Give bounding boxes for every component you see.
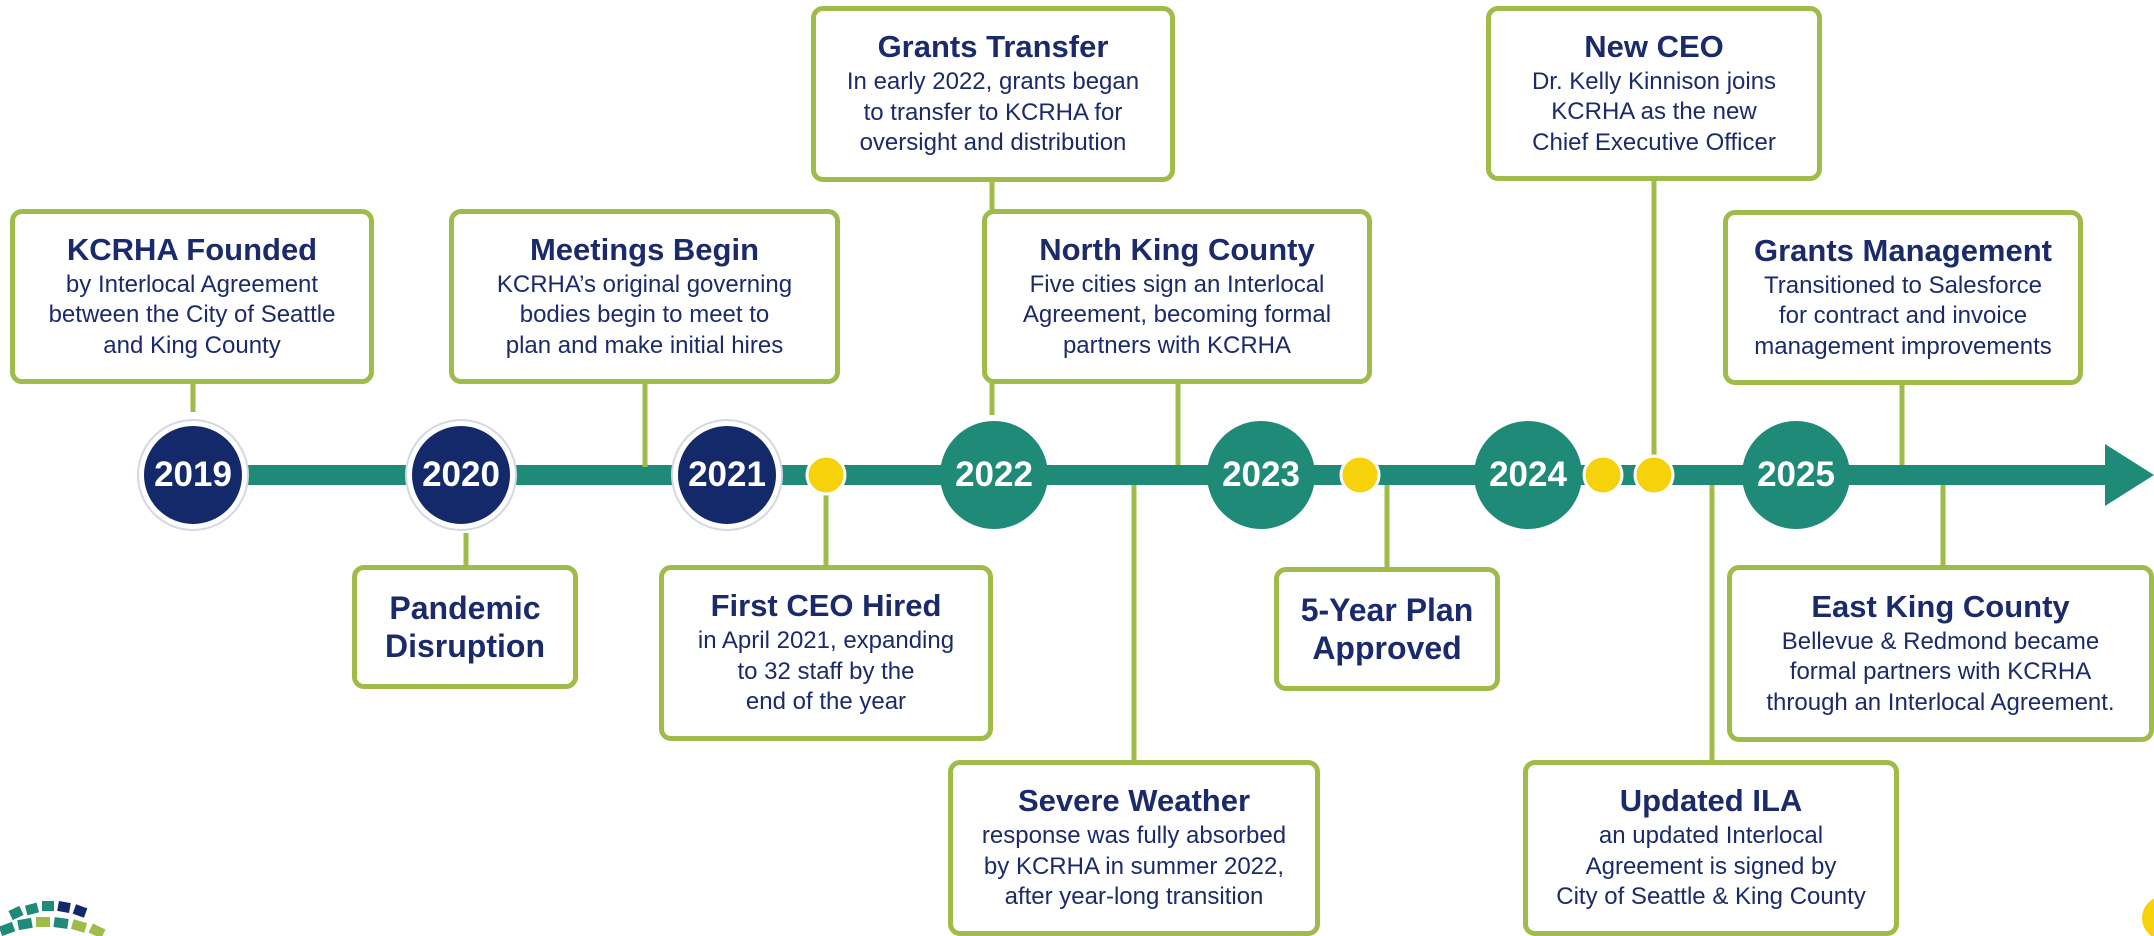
event-card-kcrha-founded: KCRHA Founded by Interlocal Agreement be… [10, 209, 374, 384]
event-title: Pandemic Disruption [385, 589, 545, 664]
year-label: 2025 [1757, 455, 1835, 494]
year-badge-2025: 2025 [1742, 421, 1850, 529]
logo-graphic [0, 901, 106, 936]
event-description: an updated Interlocal Agreement is signe… [1556, 822, 1866, 911]
year-badge-2023: 2023 [1207, 421, 1315, 529]
event-card-severe-weather: Severe Weather response was fully absorb… [948, 760, 1320, 936]
event-title: New CEO [1584, 28, 1724, 64]
event-description: response was fully absorbed by KCRHA in … [981, 822, 1287, 911]
event-card-grants-management: Grants Management Transitioned to Salesf… [1723, 210, 2083, 385]
year-badge-2021: 2021 [673, 421, 781, 529]
year-label: 2022 [955, 455, 1033, 494]
event-card-updated-ila: Updated ILA an updated Interlocal Agreem… [1523, 760, 1899, 936]
event-card-grants-transfer: Grants Transfer In early 2022, grants be… [811, 6, 1175, 182]
event-card-new-ceo: New CEO Dr. Kelly Kinnison joins KCRHA a… [1486, 6, 1822, 181]
event-title: First CEO Hired [710, 588, 942, 624]
year-badge-2022: 2022 [940, 421, 1048, 529]
event-title: North King County [1039, 231, 1315, 267]
milestone-dot [1582, 454, 1624, 496]
year-badge-2019: 2019 [139, 421, 247, 529]
event-card-north-king-county: North King County Five cities sign an In… [982, 209, 1372, 384]
event-card-first-ceo-hired: First CEO Hired in April 2021, expanding… [659, 565, 993, 741]
event-description: KCRHA’s original governing bodies begin … [496, 270, 793, 359]
event-title: Severe Weather [1017, 783, 1251, 819]
event-title: Updated ILA [1619, 783, 1803, 819]
corner-dot [2142, 898, 2154, 936]
milestone-dot [1633, 454, 1675, 496]
year-label: 2020 [422, 455, 500, 494]
year-badge-2020: 2020 [407, 421, 515, 529]
year-badge-2024: 2024 [1474, 421, 1582, 529]
event-card-east-king-county: East King County Bellevue & Redmond beca… [1727, 565, 2154, 742]
year-label: 2023 [1222, 455, 1300, 494]
milestone-dot [805, 454, 847, 496]
event-description: Bellevue & Redmond became formal partner… [1766, 627, 2115, 716]
event-title: Grants Transfer [877, 29, 1109, 65]
event-title: Meetings Begin [529, 231, 760, 267]
event-description: Five cities sign an Interlocal Agreement… [1022, 270, 1332, 359]
year-label: 2019 [154, 455, 232, 494]
event-description: In early 2022, grants began to transfer … [846, 68, 1140, 157]
event-title: East King County [1811, 588, 2070, 624]
year-label: 2024 [1489, 455, 1567, 494]
event-title: KCRHA Founded [66, 231, 318, 267]
event-description: Transitioned to Salesforce for contract … [1754, 271, 2052, 360]
milestone-dot [1339, 454, 1381, 496]
event-title: Grants Management [1753, 232, 2052, 268]
event-card-five-year-plan: 5-Year Plan Approved [1274, 567, 1500, 691]
event-description: by Interlocal Agreement between the City… [48, 270, 336, 359]
event-card-meetings-begin: Meetings Begin KCRHA’s original governin… [449, 209, 840, 384]
year-label: 2021 [688, 455, 766, 494]
event-description: in April 2021, expanding to 32 staff by … [697, 627, 955, 716]
event-card-pandemic-disruption: Pandemic Disruption [352, 565, 578, 689]
event-description: Dr. Kelly Kinnison joins KCRHA as the ne… [1531, 67, 1777, 156]
timeline-arrowhead [2105, 444, 2154, 506]
event-title: 5-Year Plan Approved [1300, 591, 1474, 666]
